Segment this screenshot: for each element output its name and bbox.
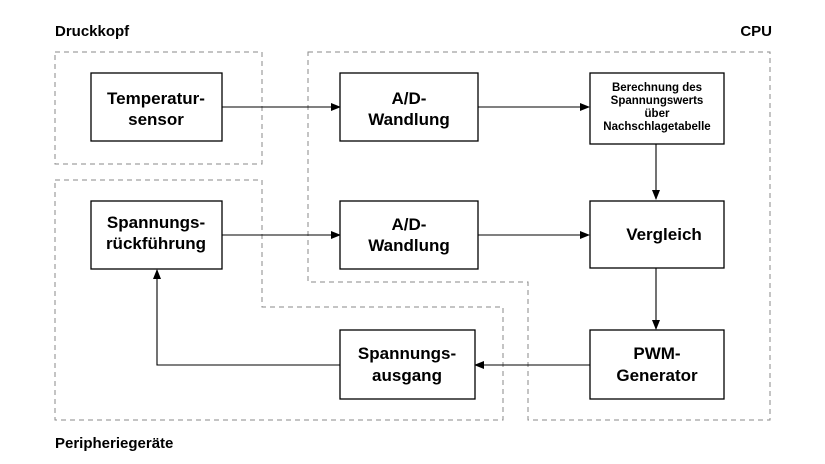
region-cpu xyxy=(307,51,771,421)
node-label-line: A/D- xyxy=(392,215,427,234)
node-pwm-generator: PWM- Generator xyxy=(589,329,725,400)
node-label-line: rückführung xyxy=(106,234,206,253)
node-berechnung: Berechnung des Spannungswerts über Nachs… xyxy=(589,72,725,145)
node-label-line: Nachschlagetabelle xyxy=(603,121,710,133)
node-label-line: Temperatur- xyxy=(107,89,205,108)
node-ad-wandlung-2: A/D- Wandlung xyxy=(339,200,479,270)
node-label-line: über xyxy=(645,108,670,120)
node-label-line: Spannungswerts xyxy=(611,95,704,107)
node-label-line: Generator xyxy=(616,366,698,385)
node-label-line: Berechnung des xyxy=(612,82,702,94)
node-spannungsrueckfuehrung: Spannungs- rückführung xyxy=(90,200,223,270)
node-label-line: Wandlung xyxy=(368,236,450,255)
node-vergleich: Vergleich xyxy=(589,200,725,269)
region-label-cpu: CPU xyxy=(740,23,772,40)
node-label-line: ausgang xyxy=(372,366,442,385)
node-ad-wandlung-1: A/D- Wandlung xyxy=(339,72,479,142)
node-label-line: PWM- xyxy=(633,344,680,363)
region-druckkopf xyxy=(54,51,263,165)
region-label-peripherie: Peripheriegeräte xyxy=(55,435,173,452)
node-label-line: Spannungs- xyxy=(358,344,456,363)
node-temperatursensor: Temperatur- sensor xyxy=(90,72,223,142)
node-label-line: sensor xyxy=(128,110,184,129)
region-peripherie xyxy=(54,179,504,421)
edge-ausgang-to-rueckfuehrung xyxy=(153,269,340,366)
node-label-line: Wandlung xyxy=(368,110,450,129)
region-label-druckkopf: Druckkopf xyxy=(55,23,130,40)
node-label-line: Spannungs- xyxy=(107,213,205,232)
node-label-line: Vergleich xyxy=(626,225,702,244)
node-label-line: A/D- xyxy=(392,89,427,108)
node-spannungsausgang: Spannungs- ausgang xyxy=(339,329,476,400)
